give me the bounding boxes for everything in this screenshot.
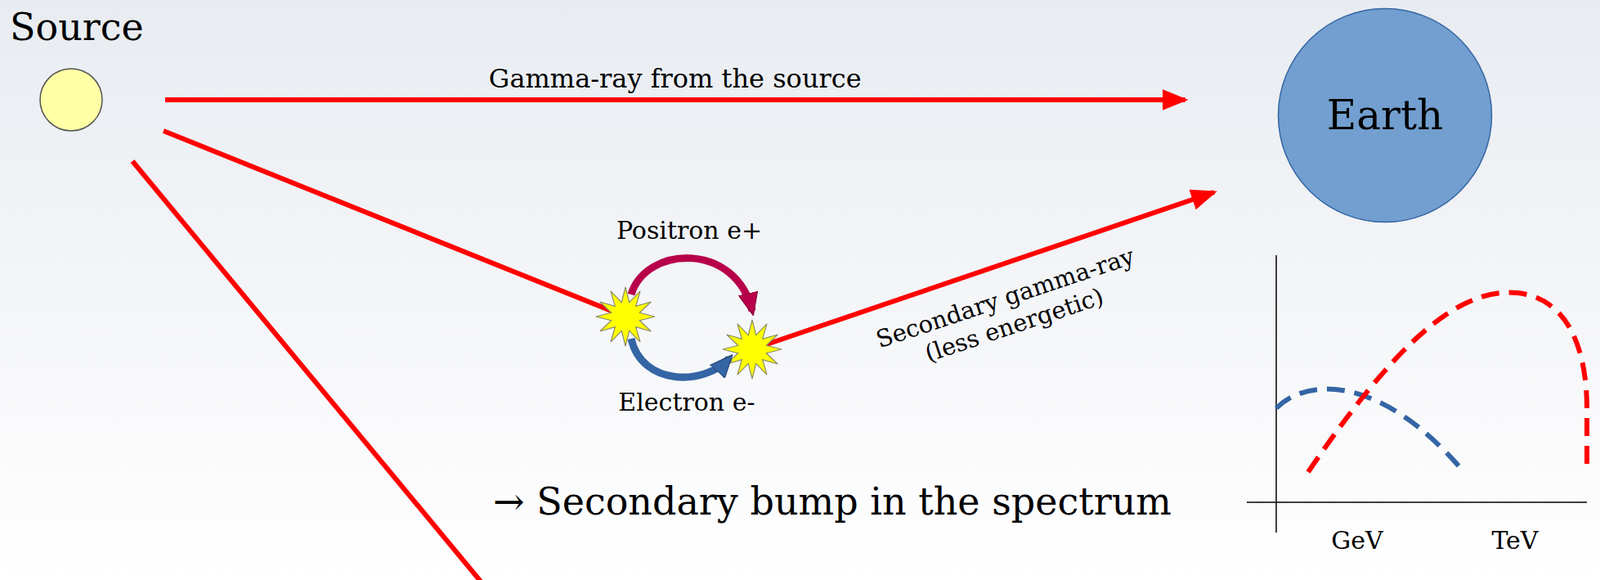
chart-axis bbox=[1246, 501, 1587, 503]
earth-circle: Earth bbox=[1277, 7, 1493, 224]
interaction-star bbox=[722, 319, 782, 379]
edge-label: Gamma-ray from the source bbox=[488, 62, 862, 95]
axis-tick-label: GeV bbox=[1331, 525, 1383, 556]
gamma-ray-line bbox=[163, 130, 626, 317]
primary-spectrum-curve bbox=[1308, 291, 1587, 472]
interaction-star bbox=[596, 286, 655, 346]
source-circle: Source bbox=[9, 4, 144, 134]
chart-axis bbox=[1275, 255, 1278, 533]
axis-tick-label: TeV bbox=[1491, 525, 1538, 556]
source-label: Source bbox=[9, 4, 144, 50]
caption-note: → Secondary bump in the spectrum bbox=[492, 479, 1172, 525]
earth-label: Earth bbox=[1326, 90, 1444, 140]
gamma-ray-line bbox=[132, 161, 482, 580]
secondary-spectrum-curve bbox=[1276, 389, 1462, 470]
particle-label: Positron e+ bbox=[616, 215, 762, 246]
gamma-ray-arrow bbox=[165, 97, 1186, 103]
electron-arc bbox=[631, 338, 730, 377]
node-outline bbox=[1278, 8, 1493, 223]
node-outline bbox=[40, 68, 103, 131]
node-outline bbox=[37, 66, 105, 134]
particle-label: Electron e- bbox=[618, 387, 755, 417]
positron-arc bbox=[631, 257, 753, 311]
